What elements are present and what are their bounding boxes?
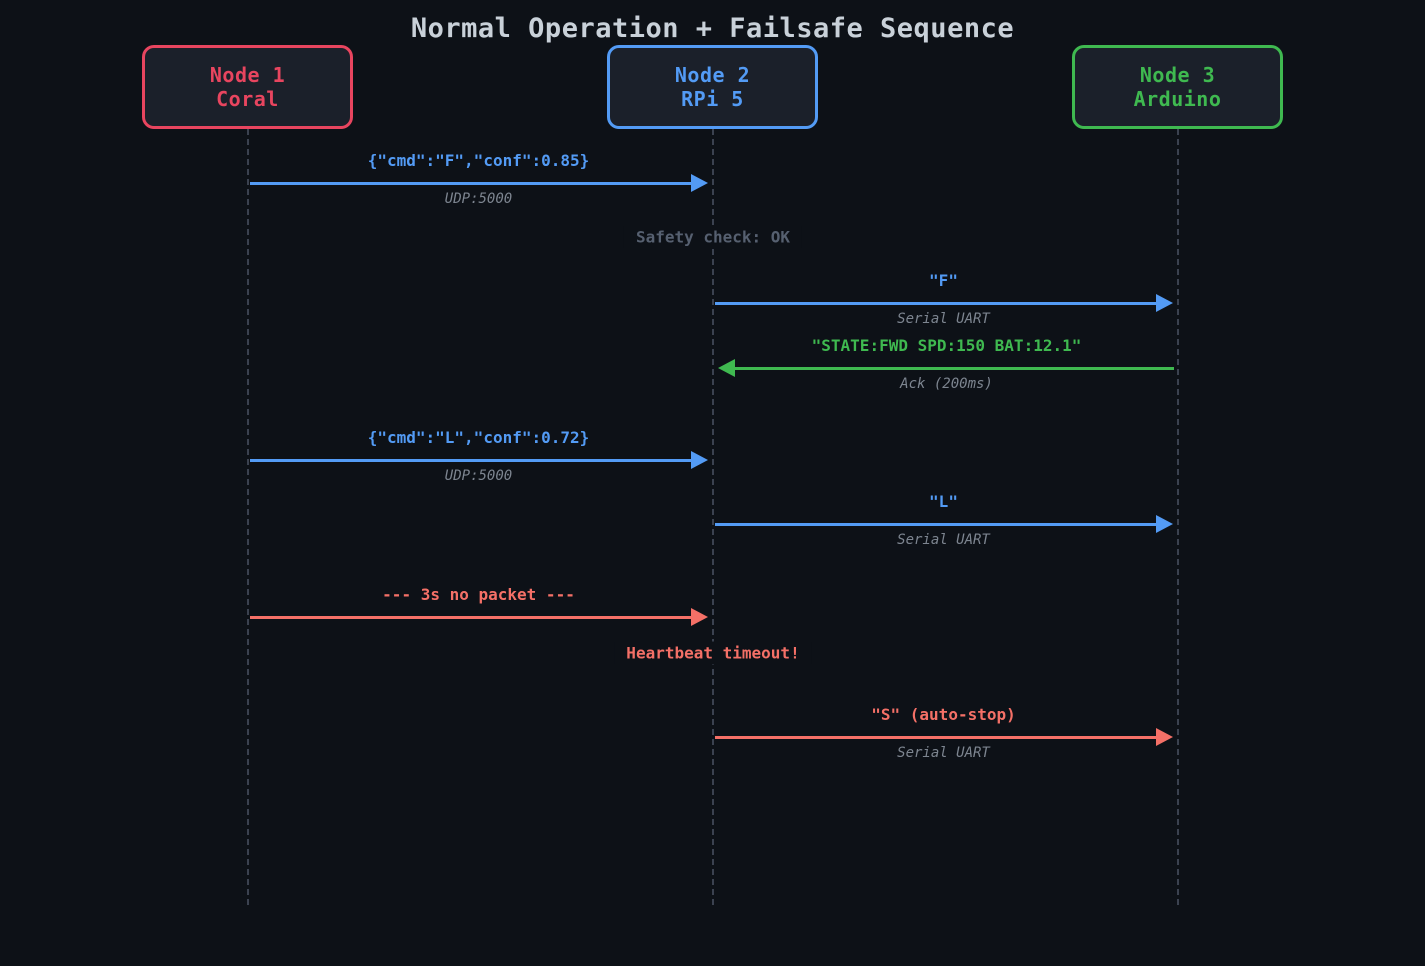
arrowhead-right-icon [1156,728,1173,746]
arrowhead-right-icon [691,451,708,469]
node-box-coral: Node 1 Coral [142,45,353,129]
message-protocol-label: Ack (200ms) [900,376,993,392]
message-arrow [250,459,697,462]
arrowhead-right-icon [1156,294,1173,312]
message-label: {"cmd":"L","conf":0.72} [367,428,590,447]
message-arrow [250,182,697,185]
message-label: {"cmd":"F","conf":0.85} [367,151,590,170]
message-arrow [729,367,1174,370]
note-heartbeat-timeout: Heartbeat timeout! [614,641,812,665]
message-arrow [715,523,1162,526]
message-protocol-label: Serial UART [897,532,990,548]
message-arrow [715,302,1162,305]
message-label: "STATE:FWD SPD:150 BAT:12.1" [811,336,1082,355]
node-name: Node 2 [674,63,751,87]
message-label: --- 3s no packet --- [382,585,575,604]
message-label: "F" [929,271,958,290]
node-name: Node 1 [209,63,286,87]
message-arrow [250,616,697,619]
node-name: Node 3 [1139,63,1216,87]
arrowhead-left-icon [718,359,735,377]
node-box-arduino: Node 3 Arduino [1072,45,1283,129]
arrowhead-right-icon [691,174,708,192]
node-device: Coral [216,87,279,111]
message-protocol-label: Serial UART [897,311,990,327]
lifeline-node1 [247,129,249,905]
message-arrow [715,736,1162,739]
arrowhead-right-icon [691,608,708,626]
message-label: "S" (auto-stop) [871,705,1016,724]
node-device: Arduino [1133,87,1222,111]
message-protocol-label: UDP:5000 [444,191,513,207]
lifeline-node2 [712,129,714,905]
note-safety-check: Safety check: OK [623,225,803,249]
message-protocol-label: Serial UART [897,745,990,761]
lifeline-node3 [1177,129,1179,905]
message-label: "L" [929,492,958,511]
diagram-title: Normal Operation + Failsafe Sequence [410,13,1015,44]
node-device: RPi 5 [681,87,744,111]
node-box-rpi5: Node 2 RPi 5 [607,45,818,129]
arrowhead-right-icon [1156,515,1173,533]
message-protocol-label: UDP:5000 [444,468,513,484]
